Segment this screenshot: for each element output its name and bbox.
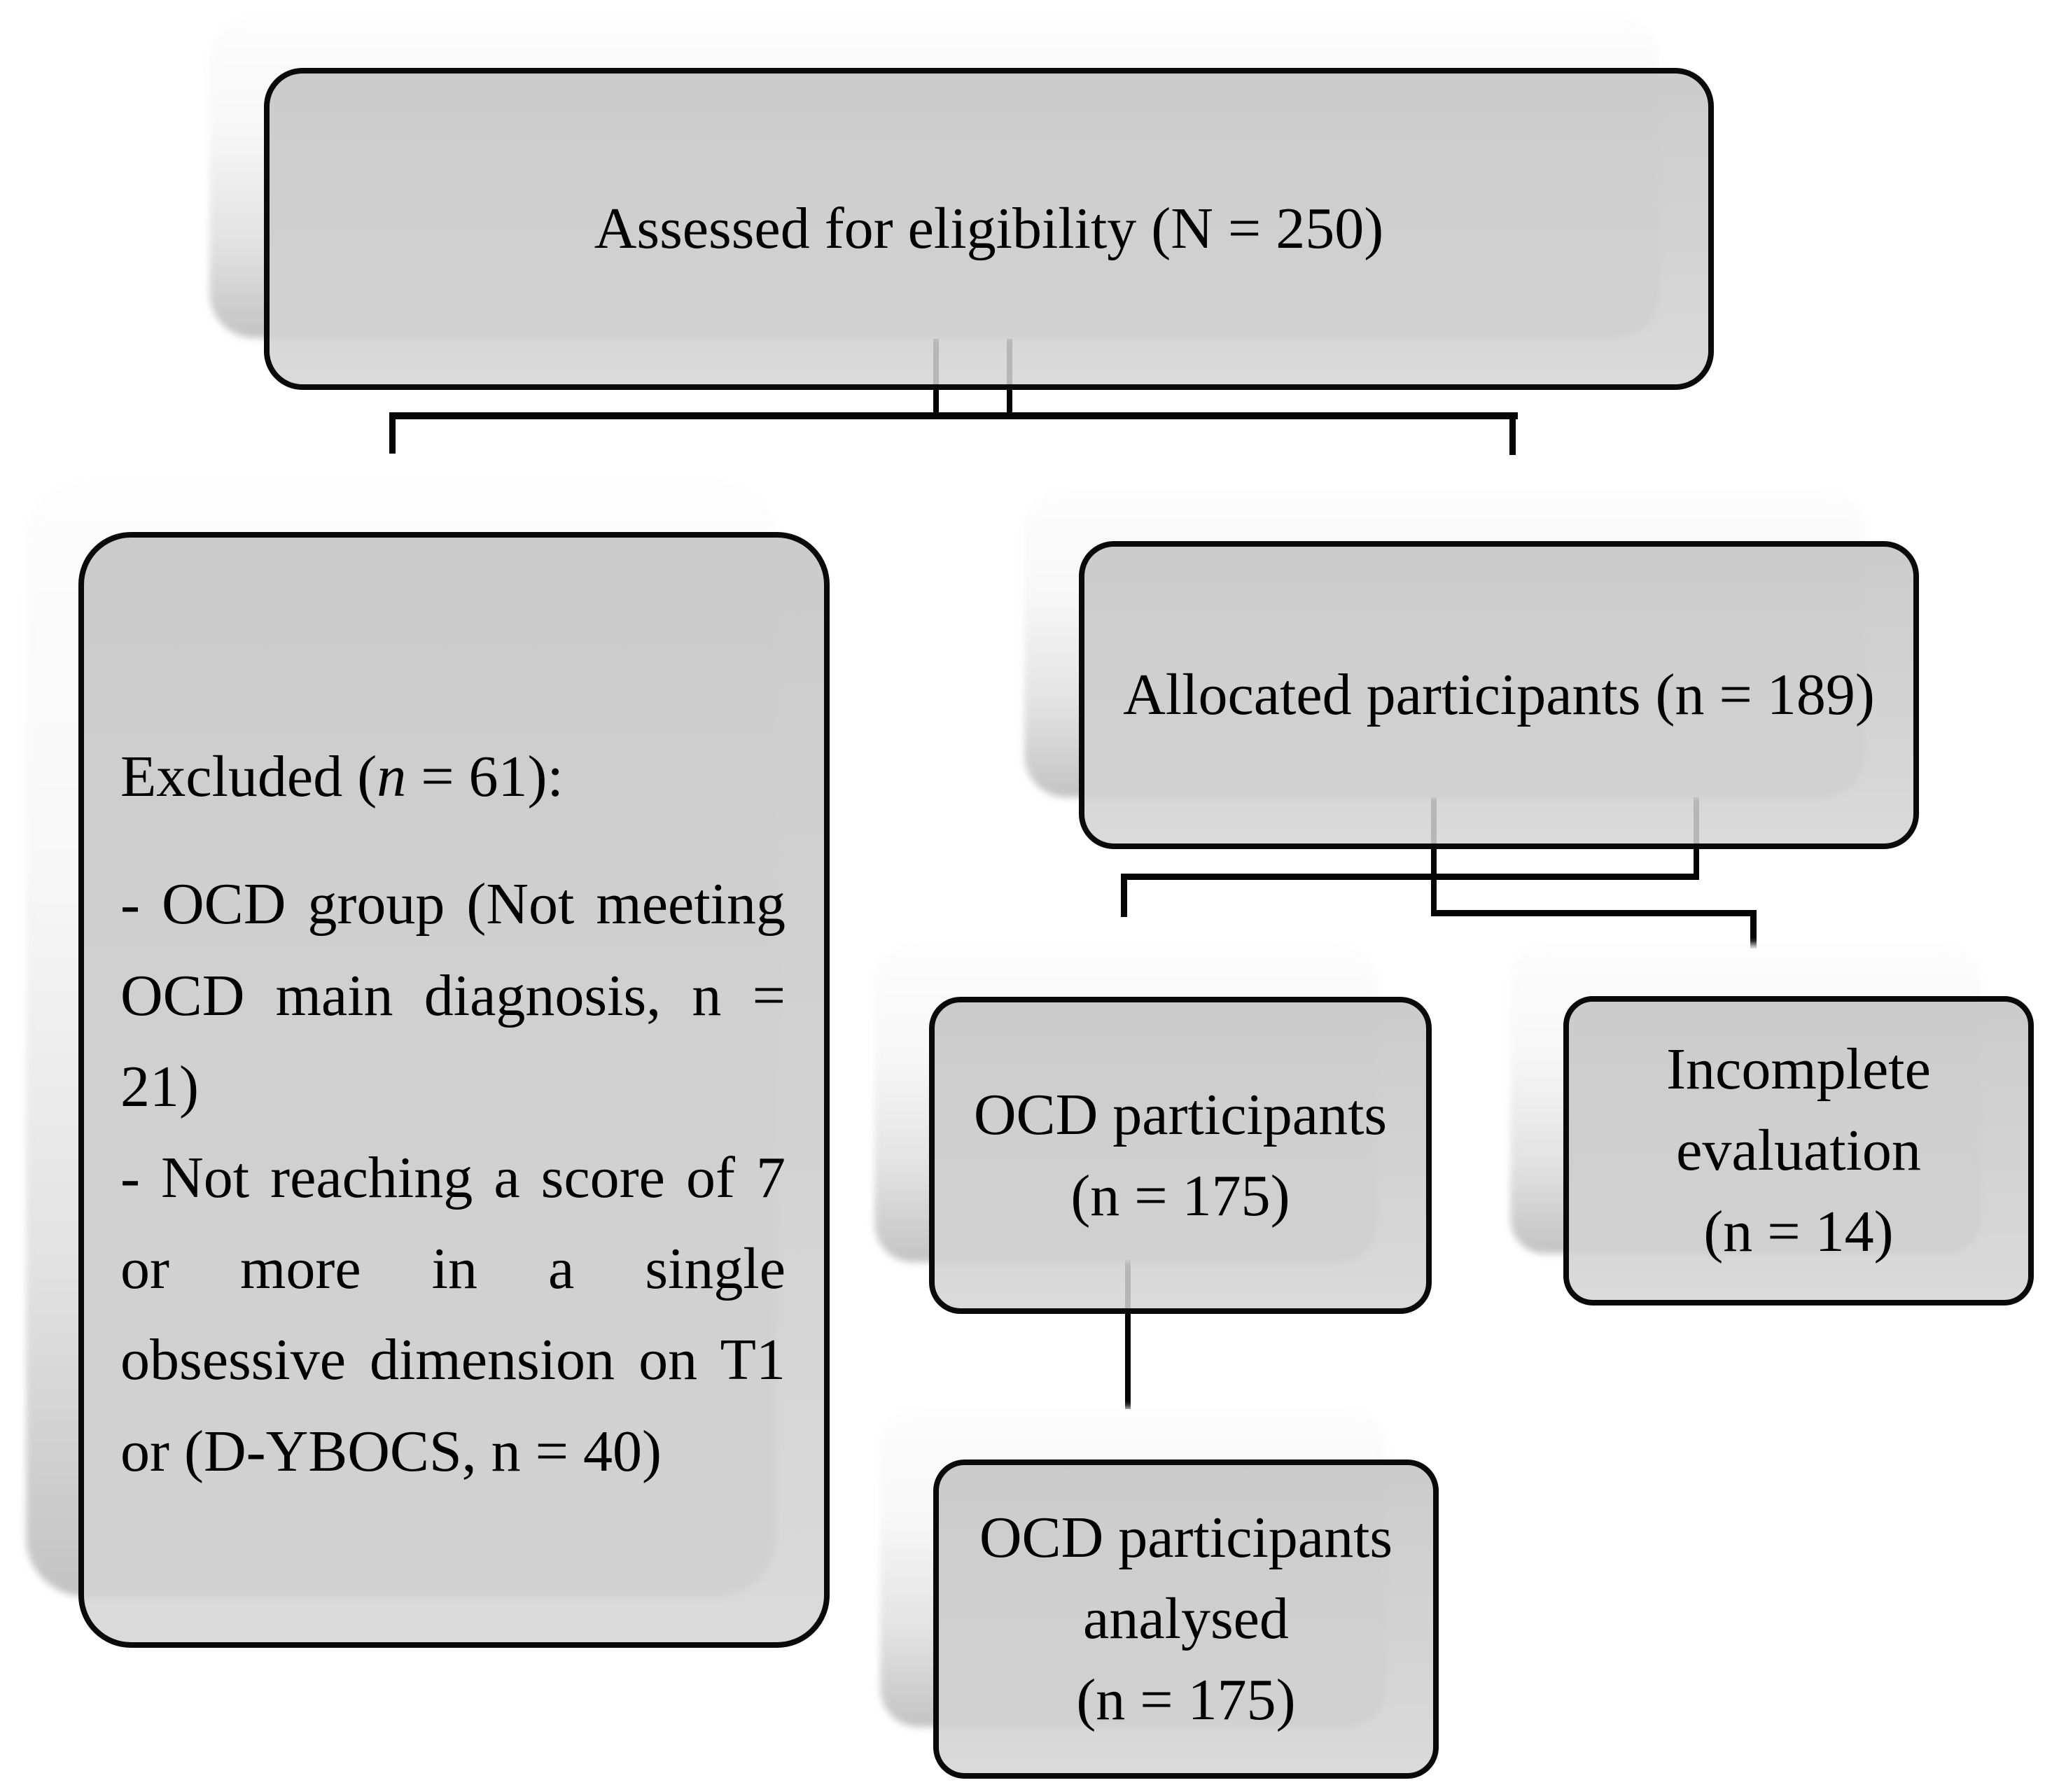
excluded-heading-n-italic: n bbox=[377, 744, 407, 810]
allocated-box: Allocated participants (n = 189) bbox=[1079, 541, 1919, 849]
connector-allocated-elbow2-horizontal bbox=[1431, 910, 1757, 916]
incomplete-evaluation-label: Incomplete evaluation bbox=[1666, 1037, 1931, 1184]
excluded-heading: Excluded (n = 61): bbox=[120, 744, 564, 810]
connector-allocated-elbow2-vertical bbox=[1431, 797, 1437, 916]
connector-bracket-drop-left bbox=[389, 412, 396, 454]
analysed-label: OCD participants analysed bbox=[979, 1505, 1393, 1652]
connector-allocated-elbow1-horizontal bbox=[1121, 874, 1699, 880]
excluded-item-score: - Not reaching a score of 7 or more in a… bbox=[120, 1145, 786, 1484]
connector-bracket-horizontal bbox=[389, 412, 1518, 419]
ocd-participants-box: OCD participants (n = 175) bbox=[929, 997, 1432, 1314]
connector-allocated-elbow1-drop bbox=[1121, 874, 1127, 917]
assessed-label: Assessed for eligibility (N = 250) bbox=[594, 196, 1384, 262]
analysed-count: (n = 175) bbox=[1076, 1667, 1296, 1732]
assessed-box: Assessed for eligibility (N = 250) bbox=[264, 68, 1714, 390]
analysed-box: OCD participants analysed (n = 175) bbox=[933, 1460, 1439, 1779]
ocd-participants-label: OCD participants bbox=[973, 1082, 1388, 1147]
incomplete-evaluation-count: (n = 14) bbox=[1703, 1198, 1894, 1264]
connector-bracket-drop-right bbox=[1509, 412, 1516, 455]
excluded-item-ocd-group: - OCD group (Not meeting OCD main diagno… bbox=[120, 872, 786, 1119]
connector-ocd-to-analysed bbox=[1125, 1259, 1131, 1409]
excluded-box: Excluded (n = 61): - OCD group (Not meet… bbox=[78, 532, 830, 1648]
ocd-participants-count: (n = 175) bbox=[1070, 1163, 1290, 1228]
connector-allocated-elbow2-drop bbox=[1750, 910, 1757, 948]
allocated-label: Allocated participants (n = 189) bbox=[1123, 662, 1875, 728]
incomplete-evaluation-box: Incomplete evaluation (n = 14) bbox=[1563, 996, 2034, 1306]
